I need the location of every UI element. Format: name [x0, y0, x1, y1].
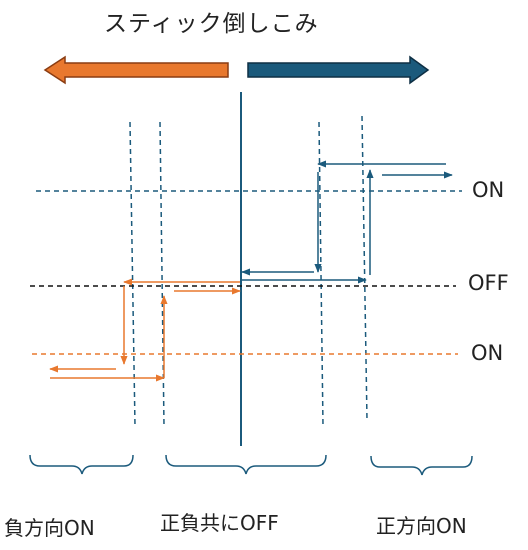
brace-negative — [29, 454, 134, 475]
brace-both-off — [165, 454, 327, 475]
level-label-on-top: ON — [472, 178, 505, 202]
region-label-positive: 正方向ON — [376, 514, 467, 538]
region-label-both-off: 正負共にOFF — [160, 511, 279, 535]
negative-direction-arrow — [43, 55, 229, 85]
threshold-line-neg-inner — [159, 121, 165, 427]
brace-positive — [370, 455, 473, 476]
region-label-negative: 負方向ON — [4, 516, 95, 540]
diagram-title: スティック倒しこみ — [104, 11, 319, 37]
threshold-line-neg-outer — [129, 121, 136, 427]
level-label-off: OFF — [468, 271, 509, 295]
positive-direction-arrow — [247, 55, 430, 85]
level-label-on-bottom: ON — [471, 341, 504, 365]
threshold-line-pos-inner — [318, 121, 324, 427]
threshold-line-pos-outer — [361, 115, 368, 421]
